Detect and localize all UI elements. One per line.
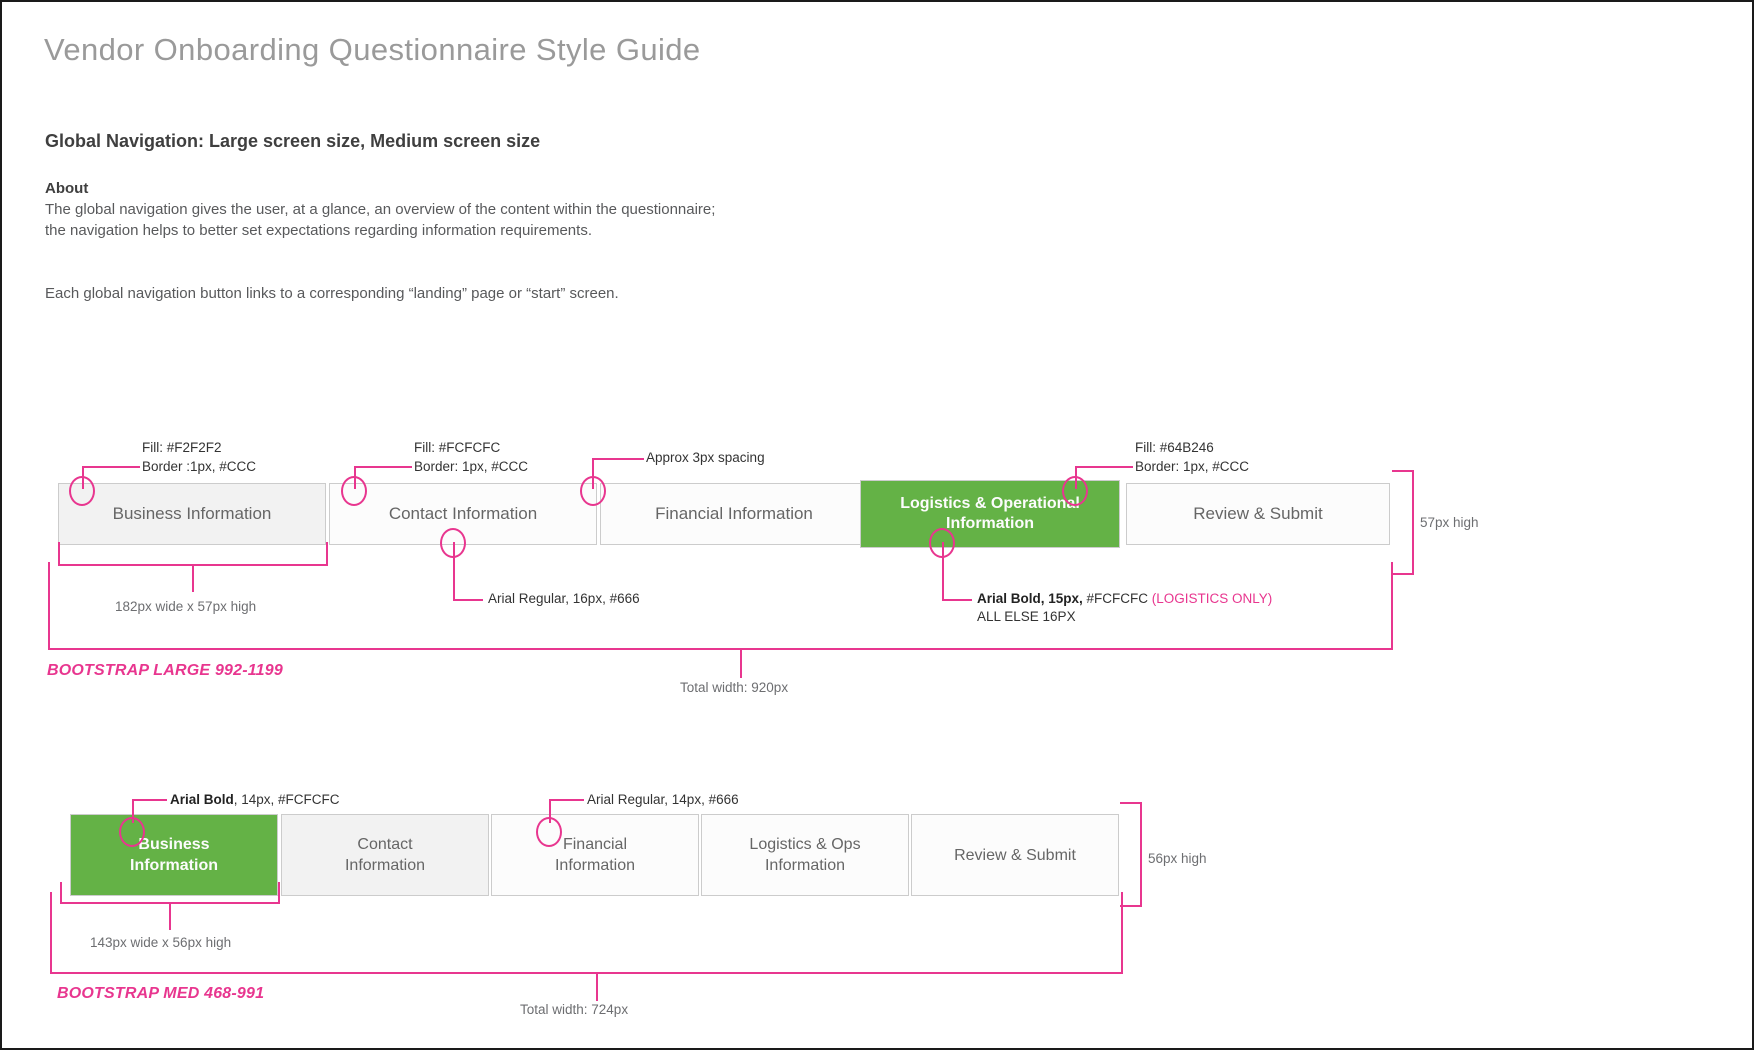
md-nav-button-logistics-ops-information[interactable]: Logistics & Ops Information [701, 814, 909, 896]
leader-line-fill-green-h [1075, 466, 1133, 468]
md-nav-label-review-submit: Review & Submit [954, 846, 1076, 864]
leader-line-md-type-regular-h [549, 799, 584, 801]
lg-nav-button-financial-information[interactable]: Financial Information [600, 483, 868, 545]
lg-nav-label-contact-information: Contact Information [388, 504, 538, 523]
lg-nav-label-financial-information: Financial Information [655, 504, 813, 523]
md-nav-button-contact-information[interactable]: Contact Information [281, 814, 489, 896]
page-title: Vendor Onboarding Questionnaire Style Gu… [44, 32, 701, 67]
leader-line-md-type-bold-v [132, 799, 134, 823]
about-label: About [45, 180, 89, 197]
dimension-bracket-lg-height [1392, 470, 1414, 575]
annotation-type-regular-lg: Arial Regular, 16px, #666 [488, 591, 640, 606]
dimension-label-lg-total-width: Total width: 920px [680, 680, 789, 695]
leader-line-spacing-v [592, 458, 594, 489]
md-nav-button-business-information[interactable]: Business Information [70, 814, 278, 896]
callout-circle-md-type-regular [536, 817, 562, 847]
leader-line-type-regular-lg-v [453, 542, 455, 600]
dimension-label-md-button: 143px wide x 56px high [90, 935, 232, 950]
section-heading: Global Navigation: Large screen size, Me… [45, 131, 541, 151]
leader-line-type-bold-lg-h [942, 599, 972, 601]
leader-line-md-type-bold-h [132, 799, 167, 801]
annotation-md-type-bold-strong: Arial Bold [170, 792, 234, 807]
annotation-md-type-bold-normal: , 14px, #FCFCFC [233, 792, 340, 807]
about-body-text: The global navigation gives the user, at… [45, 201, 716, 239]
md-nav-label-logistics-ops-information: Logistics & Ops Information [749, 836, 861, 874]
md-nav-label-contact-information: Contact Information [344, 836, 426, 874]
dimension-label-md-total-width: Total width: 724px [520, 1002, 629, 1017]
leader-line-fill-fcfcfc-h [354, 466, 412, 468]
dimension-tick-lg-button [192, 565, 194, 592]
dimension-tick-md-total-width [596, 973, 598, 1001]
md-nav-label-financial-information: Financial Information [554, 836, 636, 874]
annotation-type-bold-lg-pink: (LOGISTICS ONLY) [1151, 591, 1273, 606]
lg-nav-button-review-submit[interactable]: Review & Submit [1126, 483, 1390, 545]
leader-line-md-type-regular-v [549, 799, 551, 823]
leader-line-fill-f2f2f2-h [82, 466, 140, 468]
md-nav-label-business-information: Business Information [130, 836, 218, 874]
breakpoint-label-bootstrap-large: BOOTSTRAP LARGE 992-1199 [47, 662, 283, 679]
callout-circle-md-type-bold [119, 817, 145, 847]
annotation-spacing: Approx 3px spacing [646, 450, 765, 465]
callout-circle-fill-green [1062, 476, 1088, 506]
dimension-bracket-lg-total-width [48, 562, 1393, 650]
annotation-type-bold-lg-line2: ALL ELSE 16PX [977, 609, 1076, 624]
annotation-type-bold-lg-line1: Arial Bold, 15px, #FCFCFC (LOGISTICS ONL… [977, 590, 1272, 607]
about-note-text: Each global navigation button links to a… [45, 285, 619, 302]
annotation-fill-green-line1: Fill: #64B246 [1135, 440, 1214, 455]
dimension-tick-md-button [169, 903, 171, 930]
callout-circle-fill-f2f2f2 [69, 476, 95, 506]
dimension-label-lg-button: 182px wide x 57px high [115, 599, 257, 614]
lg-nav-label-review-submit: Review & Submit [1193, 504, 1323, 523]
lg-nav-button-logistics-operational-information[interactable]: Logistics & Operational Information [860, 480, 1120, 548]
dimension-bracket-md-total-width [50, 892, 1123, 974]
lg-nav-label-logistics-operational-information: Logistics & Operational Information [900, 495, 1080, 532]
annotation-fill-fcfcfc-line2: Border: 1px, #CCC [414, 459, 529, 474]
dimension-label-lg-height: 57px high [1420, 515, 1479, 530]
annotation-md-type-bold: Arial Bold, 14px, #FCFCFC [170, 791, 340, 808]
annotation-type-bold-lg-normal: #FCFCFC [1082, 591, 1152, 606]
annotation-fill-f2f2f2-line2: Border :1px, #CCC [142, 459, 257, 474]
callout-circle-spacing [580, 476, 606, 506]
md-nav-button-review-submit[interactable]: Review & Submit [911, 814, 1119, 896]
annotation-md-type-regular: Arial Regular, 14px, #666 [587, 792, 739, 807]
breakpoint-label-bootstrap-med: BOOTSTRAP MED 468-991 [57, 985, 265, 1002]
annotation-fill-green-line2: Border: 1px, #CCC [1135, 459, 1250, 474]
annotation-type-bold-lg-bold: Arial Bold, 15px, [977, 591, 1083, 606]
callout-circle-fill-fcfcfc [341, 476, 367, 506]
lg-nav-button-business-information[interactable]: Business Information [58, 483, 326, 545]
lg-nav-label-business-information: Business Information [112, 504, 272, 523]
leader-line-spacing-h [592, 458, 644, 460]
leader-line-type-bold-lg-v [942, 542, 944, 600]
annotation-fill-f2f2f2-line1: Fill: #F2F2F2 [142, 440, 222, 455]
md-nav-button-financial-information[interactable]: Financial Information [491, 814, 699, 896]
dimension-label-md-height: 56px high [1148, 851, 1207, 866]
annotation-fill-fcfcfc-line1: Fill: #FCFCFC [414, 440, 501, 455]
dimension-bracket-md-height [1120, 802, 1142, 907]
leader-line-type-regular-lg-h [453, 599, 483, 601]
dimension-tick-lg-total-width [740, 649, 742, 678]
